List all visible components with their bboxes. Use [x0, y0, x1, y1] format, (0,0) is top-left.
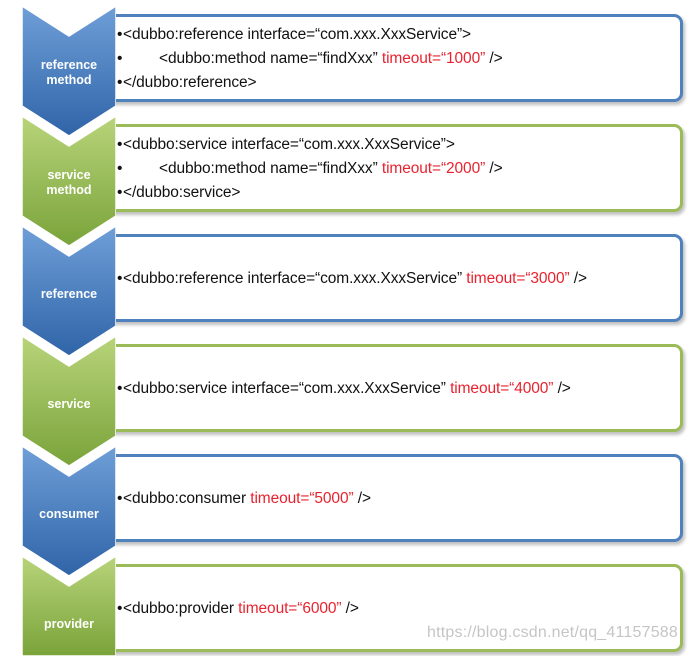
bullet: • [117, 380, 123, 397]
bullet: • [117, 600, 123, 617]
config-lines: •<dubbo:reference interface=“com.xxx.Xxx… [117, 267, 672, 291]
config-line: •</dubbo:reference> [117, 71, 672, 95]
config-line: •<dubbo:reference interface=“com.xxx.Xxx… [117, 23, 672, 47]
code-tail: /> [569, 270, 587, 287]
timeout-text: timeout=“1000” [381, 50, 486, 67]
config-box: •<dubbo:provider timeout=“6000” /> [100, 564, 683, 652]
code-tail: /> [341, 600, 359, 617]
config-box: •<dubbo:consumer timeout=“5000” /> [100, 454, 683, 542]
level-consumer: •<dubbo:consumer timeout=“5000” /> consu… [0, 446, 694, 576]
config-box: •<dubbo:reference interface=“com.xxx.Xxx… [100, 234, 683, 322]
config-lines: •<dubbo:consumer timeout=“5000” /> [117, 487, 672, 511]
code-text: <dubbo:service interface=“com.xxx.XxxSer… [123, 136, 455, 153]
bullet: • [117, 74, 123, 91]
level-label: service method [22, 168, 116, 198]
code-text: </dubbo:reference> [123, 74, 257, 91]
chevron-arrow [22, 116, 116, 246]
code-text: <dubbo:service interface=“com.xxx.XxxSer… [123, 380, 451, 397]
level-label-line: provider [43, 617, 94, 631]
timeout-text: timeout=“5000” [250, 490, 354, 507]
level-label: service [22, 397, 116, 412]
config-line: •<dubbo:provider timeout=“6000” /> [117, 597, 672, 621]
bullet: • [117, 26, 123, 43]
level-label-line: method [46, 73, 92, 87]
bullet: • [117, 160, 123, 177]
config-lines: •<dubbo:reference interface=“com.xxx.Xxx… [117, 23, 672, 95]
config-line: •<dubbo:service interface=“com.xxx.XxxSe… [117, 377, 672, 401]
code-tail: /> [485, 50, 503, 67]
bullet: • [117, 490, 123, 507]
code-text: <dubbo:method name=“findXxx” [159, 50, 382, 67]
config-box: •<dubbo:service interface=“com.xxx.XxxSe… [100, 344, 683, 432]
code-text: <dubbo:reference interface=“com.xxx.XxxS… [123, 26, 471, 43]
config-line: •<dubbo:service interface=“com.xxx.XxxSe… [117, 133, 672, 157]
chevron-arrow [22, 446, 116, 576]
config-line: •</dubbo:service> [117, 181, 672, 205]
chevron-arrow [22, 556, 116, 656]
config-lines: •<dubbo:service interface=“com.xxx.XxxSe… [117, 377, 672, 401]
timeout-text: timeout=“3000” [466, 270, 570, 287]
timeout-text: timeout=“6000” [238, 600, 342, 617]
code-text: <dubbo:consumer [123, 490, 251, 507]
bullet: • [117, 184, 123, 201]
level-label: consumer [22, 507, 116, 522]
chevron-arrow [22, 336, 116, 466]
chevron-arrow [22, 6, 116, 136]
code-tail: /> [353, 490, 371, 507]
config-line: • <dubbo:method name=“findXxx” timeout=“2… [117, 157, 672, 181]
code-text: <dubbo:provider [123, 600, 239, 617]
config-line: •<dubbo:reference interface=“com.xxx.Xxx… [117, 267, 672, 291]
timeout-text: timeout=“4000” [450, 380, 554, 397]
config-line: •<dubbo:consumer timeout=“5000” /> [117, 487, 672, 511]
level-label-line: reference [40, 58, 98, 72]
level-label: reference [22, 287, 116, 302]
config-lines: •<dubbo:service interface=“com.xxx.XxxSe… [117, 133, 672, 205]
code-text: <dubbo:method name=“findXxx” [159, 160, 382, 177]
level-label-line: service [47, 397, 91, 411]
config-lines: •<dubbo:provider timeout=“6000” /> [117, 597, 672, 621]
level-reference-method: •<dubbo:reference interface=“com.xxx.Xxx… [0, 6, 694, 136]
config-box: •<dubbo:service interface=“com.xxx.XxxSe… [100, 124, 683, 212]
code-text: </dubbo:service> [123, 184, 241, 201]
level-label-line: consumer [39, 507, 99, 521]
timeout-text: timeout=“2000” [381, 160, 486, 177]
chevron-arrow [22, 226, 116, 356]
bullet: • [117, 270, 123, 287]
level-label: reference method [22, 58, 116, 88]
config-line: • <dubbo:method name=“findXxx” timeout=“1… [117, 47, 672, 71]
bullet: • [117, 50, 123, 67]
level-label: provider [22, 617, 116, 632]
config-box: •<dubbo:reference interface=“com.xxx.Xxx… [100, 14, 683, 102]
bullet: • [117, 136, 123, 153]
code-tail: /> [485, 160, 503, 177]
code-tail: /> [553, 380, 571, 397]
level-label-line: service [47, 168, 91, 182]
level-label-line: reference [40, 287, 98, 301]
level-service-method: •<dubbo:service interface=“com.xxx.XxxSe… [0, 116, 694, 246]
level-label-line: method [46, 183, 92, 197]
level-reference: •<dubbo:reference interface=“com.xxx.Xxx… [0, 226, 694, 356]
watermark: https://blog.csdn.net/qq_41157588 [427, 624, 678, 641]
level-service: •<dubbo:service interface=“com.xxx.XxxSe… [0, 336, 694, 466]
code-text: <dubbo:reference interface=“com.xxx.XxxS… [123, 270, 467, 287]
level-provider: •<dubbo:provider timeout=“6000” /> provi… [0, 556, 694, 656]
